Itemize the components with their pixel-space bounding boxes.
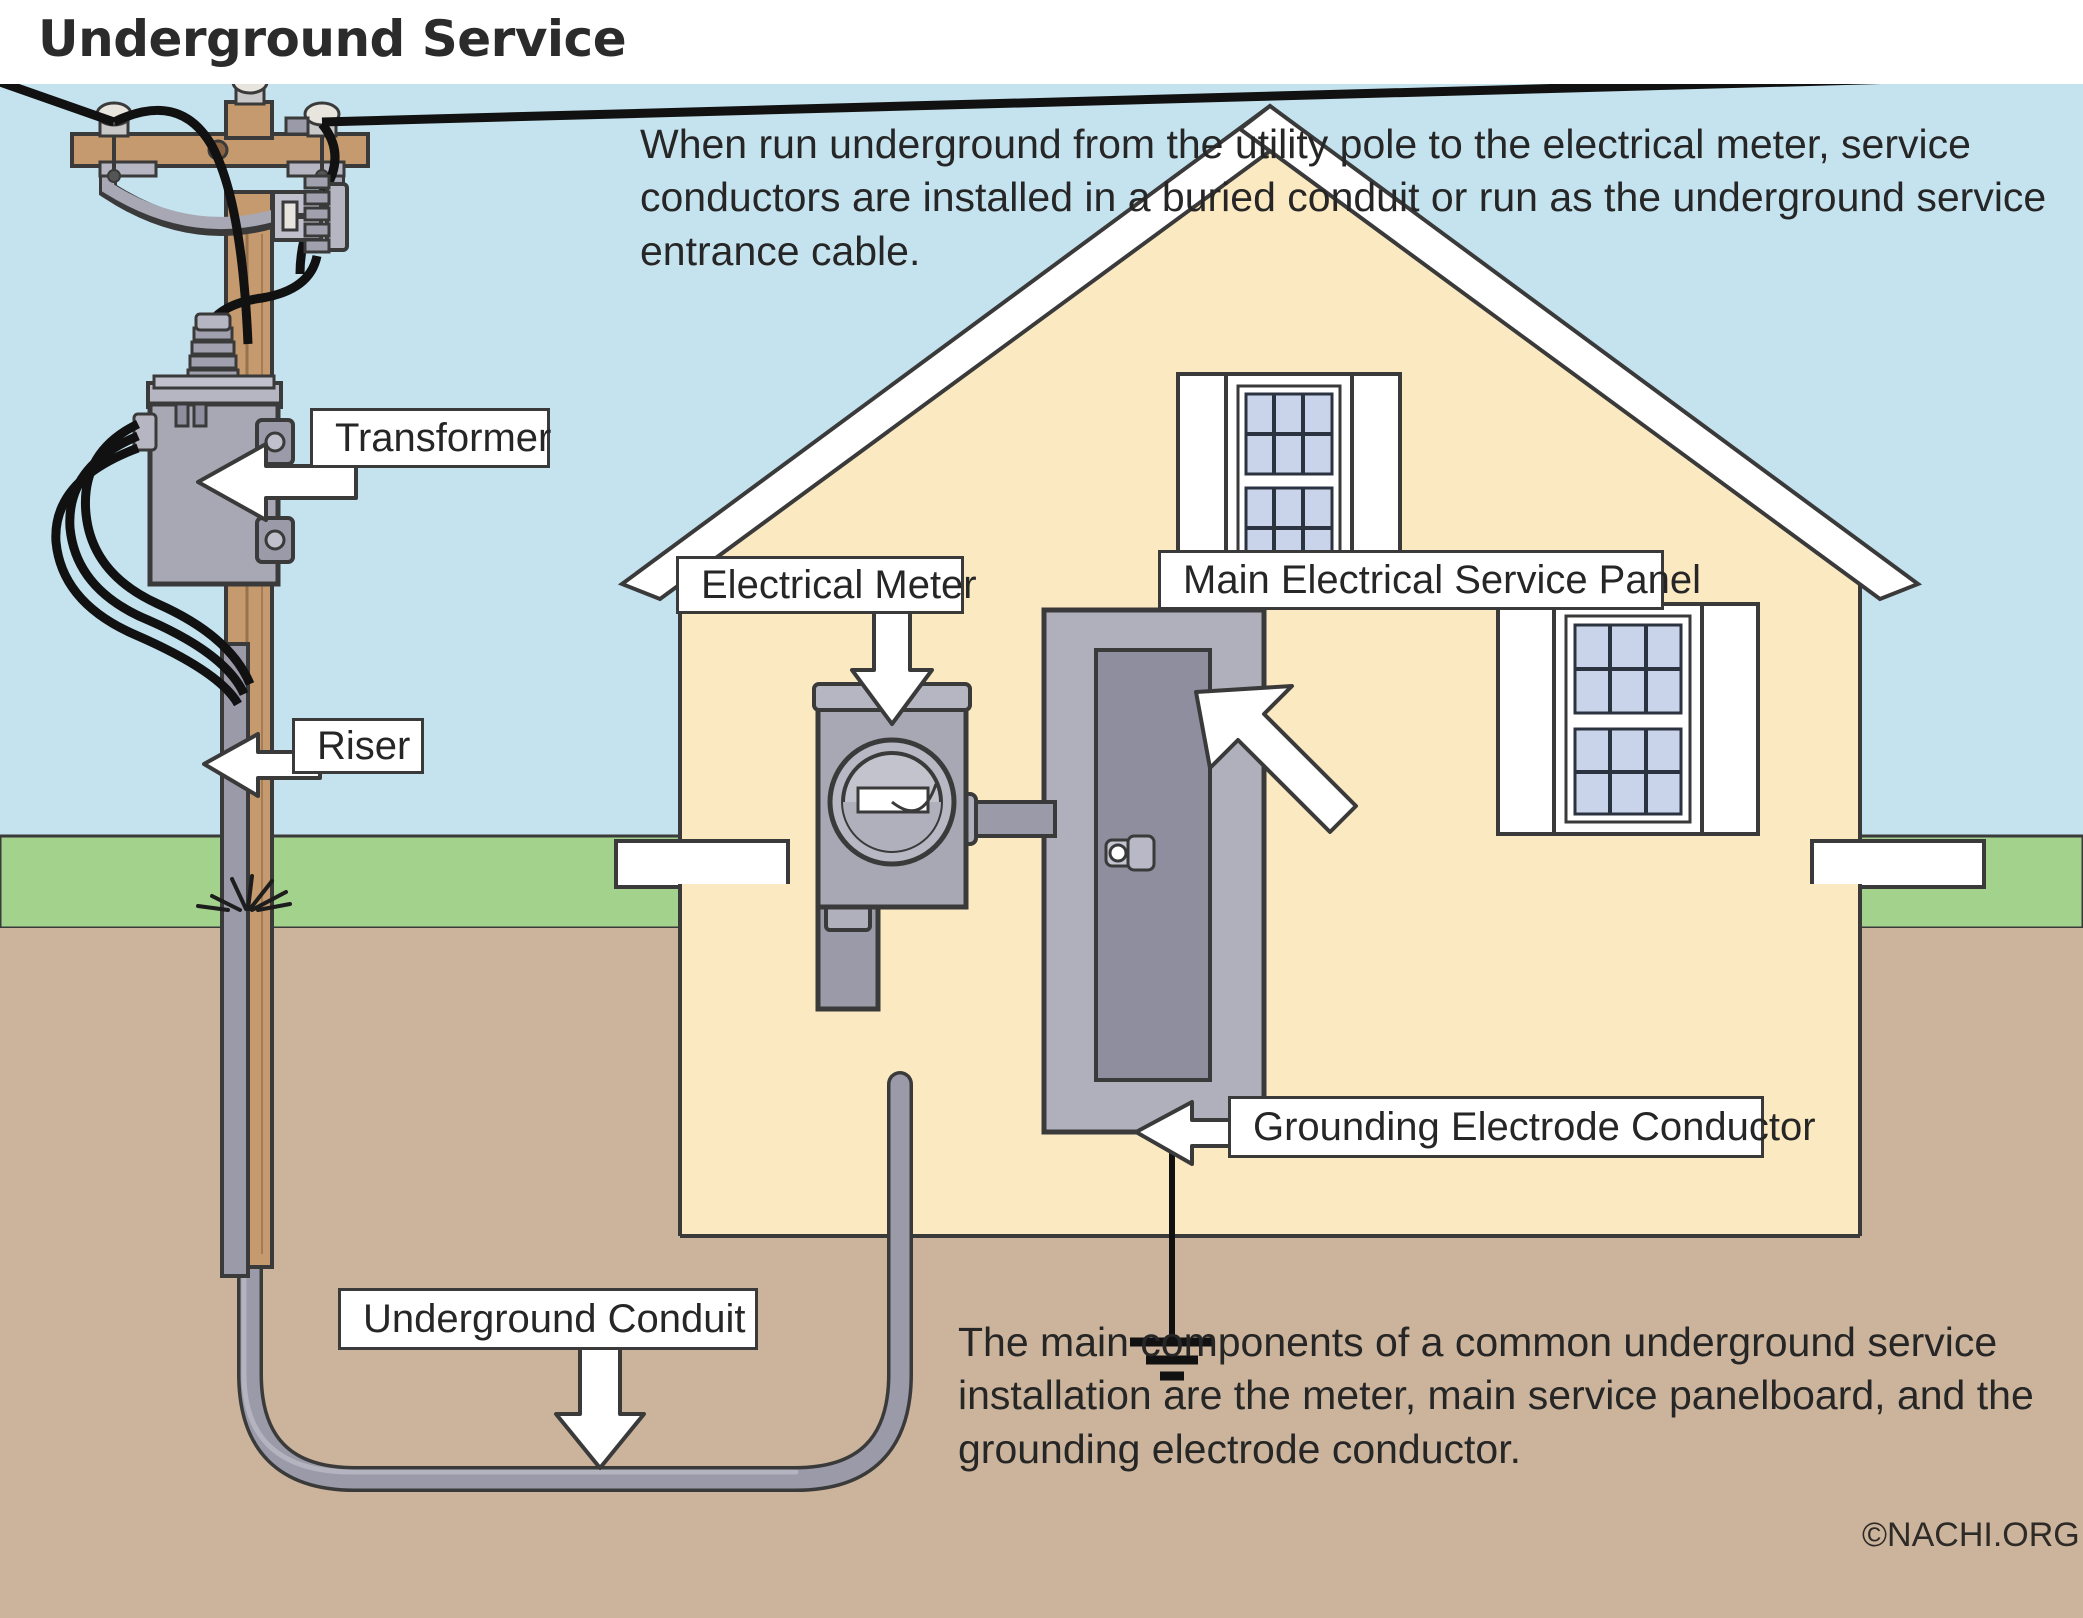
label-main-panel-text: Main Electrical Service Panel <box>1183 557 1701 602</box>
eave-block-right <box>1810 839 1986 889</box>
grass-tuft <box>196 874 292 912</box>
meter-dial-shade <box>843 802 941 851</box>
label-underground-conduit[interactable]: Underground Conduit <box>338 1288 758 1350</box>
label-underground-conduit-text: Underground Conduit <box>363 1296 746 1341</box>
overhead-wire-right <box>321 84 1882 127</box>
arrow-transformer <box>196 442 358 522</box>
insulator <box>284 116 310 136</box>
copyright-notice: ©NACHI.ORG <box>1862 1516 2080 1554</box>
label-main-panel[interactable]: Main Electrical Service Panel <box>1158 550 1701 610</box>
window-lower <box>1496 602 1760 836</box>
label-grounding-electrode-conductor[interactable]: Grounding Electrode Conductor <box>1228 1096 1816 1158</box>
grounding-electrode-conductor <box>1130 1132 1214 1381</box>
underground-conduit-highlight <box>241 851 799 1475</box>
electrical-meter <box>812 682 972 1012</box>
underground-conduit-fill <box>240 836 910 1489</box>
label-electrical-meter[interactable]: Electrical Meter <box>676 556 977 614</box>
label-riser-text: Riser <box>317 723 411 768</box>
summary-paragraph: The main components of a common undergro… <box>958 1319 2034 1472</box>
riser-conduit <box>220 642 250 1278</box>
transformer-bushing <box>186 312 240 384</box>
label-transformer[interactable]: Transformer <box>310 408 552 468</box>
label-grounding-text: Grounding Electrode Conductor <box>1253 1104 1816 1149</box>
overhead-wire-left <box>0 84 116 127</box>
label-transformer-text: Transformer <box>335 415 552 460</box>
eave-block-left <box>614 839 790 889</box>
label-riser[interactable]: Riser <box>292 718 424 774</box>
ground-symbol <box>1130 1337 1214 1381</box>
pole-cap <box>224 100 274 140</box>
insulator <box>231 84 269 106</box>
intro-paragraph: When run underground from the utility po… <box>640 121 2047 274</box>
window-upper <box>1176 372 1402 586</box>
roof-trim-right <box>1236 103 1923 602</box>
arrow-main-panel <box>1194 684 1358 834</box>
panel-latch <box>1104 834 1156 872</box>
page-title: Underground Service <box>38 10 627 68</box>
scene-svg <box>0 84 2083 1618</box>
wire-jumper-left <box>112 105 253 345</box>
illustration-scene: Transformer Riser Electrical Meter Main … <box>0 84 2083 1618</box>
house <box>614 103 1986 1238</box>
label-electrical-meter-text: Electrical Meter <box>701 562 977 607</box>
